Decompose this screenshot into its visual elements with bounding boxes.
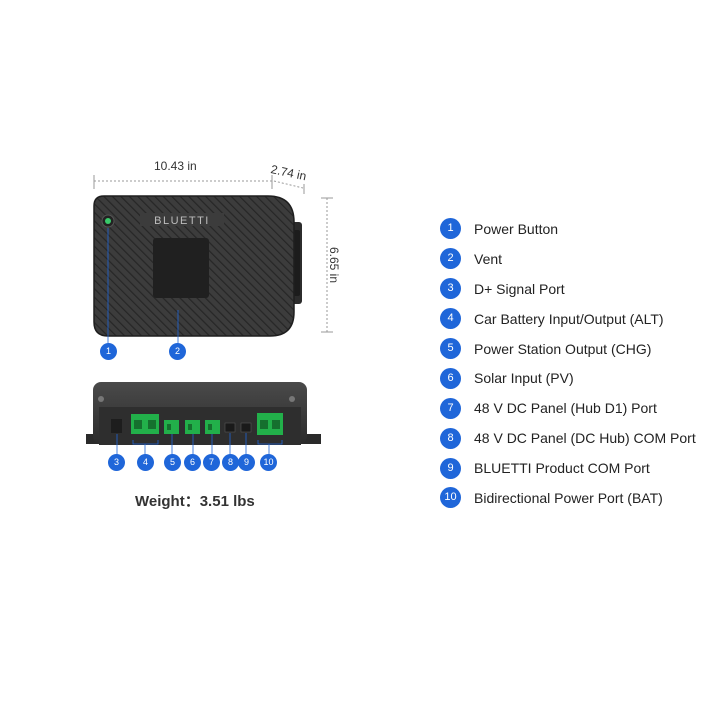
dimension-lines	[93, 175, 333, 333]
legend-number-badge: 9	[440, 457, 461, 479]
legend-label: Car Battery Input/Output (ALT)	[474, 310, 664, 327]
weight-label: Weight：3.51 lbs	[135, 493, 255, 510]
hub-d1-terminal[interactable]	[205, 420, 220, 434]
pv-terminal[interactable]	[185, 420, 200, 434]
legend-item: 3 D+ Signal Port	[440, 274, 696, 304]
vent	[153, 238, 209, 298]
device-top-view	[93, 195, 295, 337]
legend-label: 48 V DC Panel (DC Hub) COM Port	[474, 430, 696, 447]
port-legend: 1 Power Button 2 Vent 3 D+ Signal Port 4…	[440, 214, 696, 513]
chg-terminal[interactable]	[164, 420, 179, 434]
callout-badge-6: 6	[184, 454, 201, 471]
bat-terminal[interactable]	[257, 413, 283, 435]
callout-badge-2: 2	[169, 343, 186, 360]
power-button-icon[interactable]	[101, 214, 115, 228]
callout-badge-1: 1	[100, 343, 117, 360]
legend-number-badge: 4	[440, 308, 461, 330]
legend-item: 5 Power Station Output (CHG)	[440, 334, 696, 364]
callout-badge-8: 8	[222, 454, 239, 471]
callout-badge-3: 3	[108, 454, 125, 471]
legend-number-badge: 1	[440, 218, 461, 240]
legend-number-badge: 7	[440, 397, 461, 419]
legend-number-badge: 2	[440, 248, 461, 270]
legend-item: 8 48 V DC Panel (DC Hub) COM Port	[440, 423, 696, 453]
legend-label: D+ Signal Port	[474, 280, 565, 297]
legend-item: 2 Vent	[440, 244, 696, 274]
legend-label: 48 V DC Panel (Hub D1) Port	[474, 400, 657, 417]
legend-item: 4 Car Battery Input/Output (ALT)	[440, 304, 696, 334]
legend-label: BLUETTI Product COM Port	[474, 460, 650, 477]
bluetti-com-port[interactable]	[240, 422, 252, 433]
callout-badge-10: 10	[260, 454, 277, 471]
legend-item: 9 BLUETTI Product COM Port	[440, 453, 696, 483]
legend-item: 6 Solar Input (PV)	[440, 363, 696, 393]
legend-number-badge: 8	[440, 427, 461, 449]
legend-label: Bidirectional Power Port (BAT)	[474, 489, 663, 506]
legend-item: 1 Power Button	[440, 214, 696, 244]
alt-terminal[interactable]	[131, 414, 159, 434]
legend-number-badge: 6	[440, 367, 461, 389]
legend-item: 10 Bidirectional Power Port (BAT)	[440, 483, 696, 513]
legend-label: Solar Input (PV)	[474, 370, 574, 387]
legend-label: Power Button	[474, 220, 559, 237]
brand-logo: BLUETTI	[154, 215, 210, 227]
legend-label: Vent	[474, 250, 503, 267]
front-callout-lines	[116, 433, 283, 455]
legend-label: Power Station Output (CHG)	[474, 340, 652, 357]
device-front-view	[86, 382, 321, 445]
legend-number-badge: 5	[440, 338, 461, 359]
dc-hub-com-port[interactable]	[224, 422, 236, 433]
callout-badge-7: 7	[203, 454, 220, 471]
top-callout-lines	[107, 228, 179, 343]
legend-item: 7 48 V DC Panel (Hub D1) Port	[440, 393, 696, 423]
legend-number-badge: 10	[440, 487, 461, 509]
callout-badge-5: 5	[164, 454, 181, 471]
callout-badge-9: 9	[238, 454, 255, 471]
width-dimension-label: 10.43 in	[154, 159, 197, 173]
legend-number-badge: 3	[440, 278, 461, 300]
d-plus-signal-port[interactable]	[111, 419, 122, 433]
callout-badge-4: 4	[137, 454, 154, 471]
